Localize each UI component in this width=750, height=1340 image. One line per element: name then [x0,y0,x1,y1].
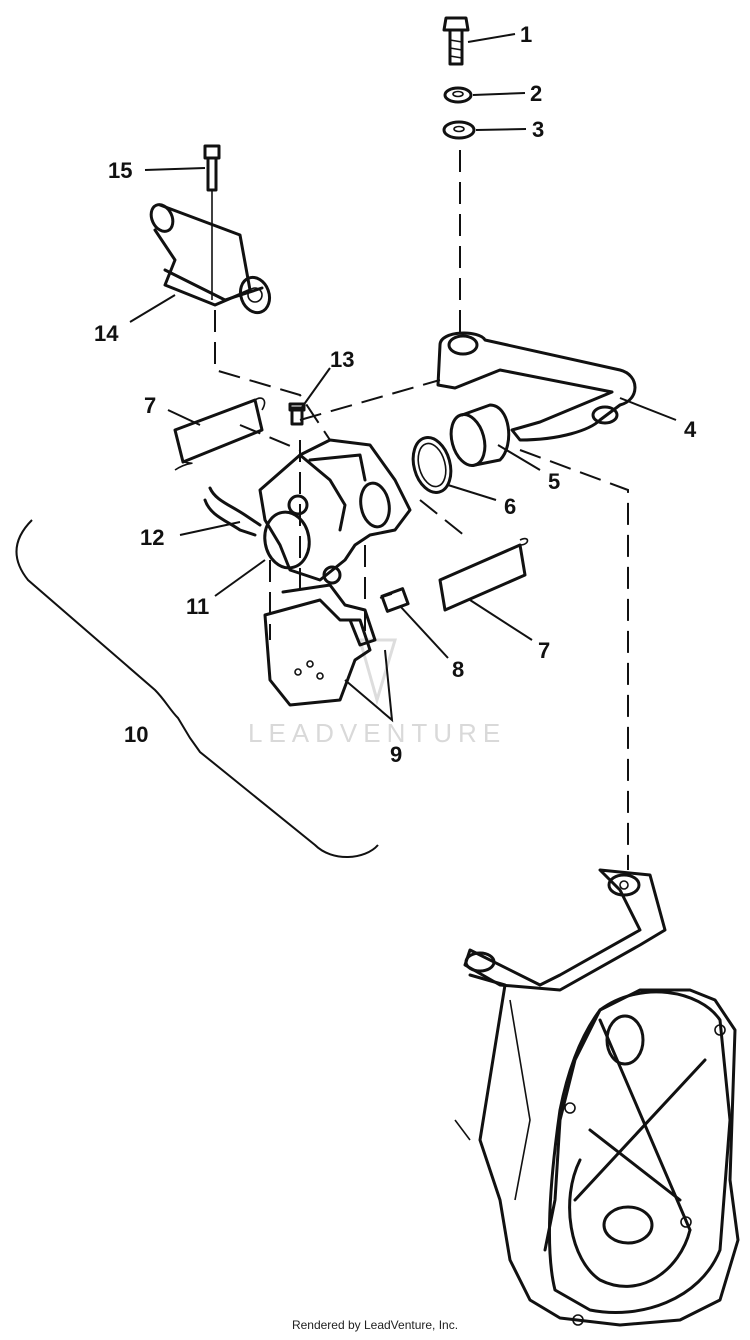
part-4-bracket [436,331,637,442]
watermark-text: LEADVENTURE [248,718,506,748]
callout-9: 9 [390,742,402,767]
part-12-hose [203,486,262,537]
part-14-outlet [149,203,272,315]
callout-8: 8 [452,657,464,682]
callout-5: 5 [548,469,560,494]
callout-11: 11 [186,594,209,619]
part-2-lock-washer [443,86,473,104]
leadventure-watermark: LEADVENTURE [248,638,506,748]
callout-13: 13 [330,347,354,372]
crankcase-housing [454,868,740,1327]
callout-labels: 1 2 3 4 5 6 7 7 8 9 10 11 12 13 14 15 [94,22,697,767]
part-9-mounting-plates [263,583,377,707]
callout-2: 2 [530,81,542,106]
callout-14: 14 [94,321,119,346]
callout-15: 15 [108,158,132,183]
part-15-bolt [203,144,221,300]
callout-6: 6 [504,494,516,519]
callout-12: 12 [140,525,164,550]
callout-7-upper: 7 [144,393,156,418]
part-7-gasket-lower [438,537,529,612]
part-10-group-bracket [15,519,379,858]
footer-credit: Rendered by LeadVenture, Inc. [291,1318,459,1332]
part-6-o-ring [411,436,453,494]
assembly-guide-lines [214,150,629,870]
part-3-flat-washer [442,120,476,140]
callout-7-lower: 7 [538,638,550,663]
callout-1: 1 [520,22,532,47]
part-13-screw [288,402,306,426]
part-8-fitting [379,587,410,613]
part-1-bolt [442,16,470,66]
callout-3: 3 [532,117,544,142]
callout-10: 10 [124,722,148,747]
callout-4: 4 [684,417,697,442]
part-7-gasket-upper [173,397,266,471]
leader-lines [129,33,677,723]
part-5-sleeve [449,403,511,467]
part-11-chamber-body [258,438,412,585]
